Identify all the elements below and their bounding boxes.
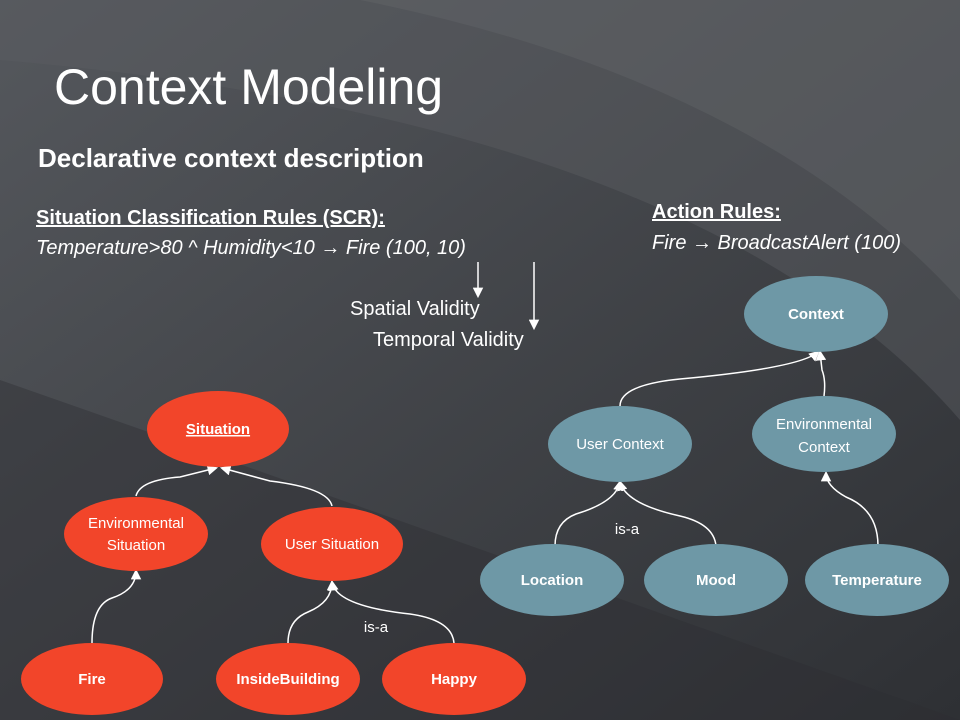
svg-text:User Situation: User Situation [285,536,379,553]
svg-text:Situation: Situation [107,537,165,554]
svg-text:Environmental: Environmental [88,515,184,532]
temporal-validity-label: Temporal Validity [373,329,524,351]
svg-text:Happy: Happy [431,671,478,688]
svg-text:Context: Context [788,306,844,323]
node-inside-building: InsideBuilding [216,643,360,715]
node-temperature: Temperature [805,544,949,616]
svg-text:User Context: User Context [576,436,664,453]
edge-insidebuilding-to-usersit [287,579,338,644]
svg-text:Environmental: Environmental [776,416,872,433]
node-user-context: User Context [548,406,692,482]
is-a-label-context: is-a [615,521,640,538]
edge-envsit-to-situation [135,464,219,497]
svg-text:InsideBuilding: InsideBuilding [236,671,339,688]
is-a-label-situation: is-a [364,619,389,636]
svg-text:Fire: Fire [78,671,106,688]
edge-envcontext-to-context [815,349,827,397]
spatial-validity-label: Spatial Validity [350,298,480,320]
page-title: Context Modeling [54,59,444,115]
node-context: Context [744,276,888,352]
edge-mood-to-usercontext [617,479,717,547]
scr-heading: Situation Classification Rules (SCR): [36,207,385,229]
svg-text:Situation: Situation [186,421,250,438]
page-subtitle: Declarative context description [38,143,424,173]
node-environmental-context: Environmental Context [752,396,896,472]
svg-text:Context: Context [798,439,851,456]
node-situation: Situation [147,391,289,467]
action-rules-heading: Action Rules: [652,201,781,223]
edge-location-to-usercontext [554,479,624,547]
node-location: Location [480,544,624,616]
node-environmental-situation: Environmental Situation [64,497,208,571]
node-fire: Fire [21,643,163,715]
edge-fire-to-envsit [91,568,142,644]
svg-text:Temperature: Temperature [832,572,922,589]
edge-usercontext-to-context [619,350,820,407]
edge-usersit-to-situation [219,465,333,507]
edge-happy-to-usersit [328,579,455,644]
node-user-situation: User Situation [261,507,403,581]
edge-temperature-to-envcontext [820,470,879,547]
node-mood: Mood [644,544,788,616]
action-rule: Fire → BroadcastAlert (100) [652,232,901,254]
scr-rule: Temperature>80 ^ Humidity<10 → Fire (100… [36,237,466,259]
svg-text:Location: Location [521,572,584,589]
svg-text:Mood: Mood [696,572,736,589]
node-happy: Happy [382,643,526,715]
